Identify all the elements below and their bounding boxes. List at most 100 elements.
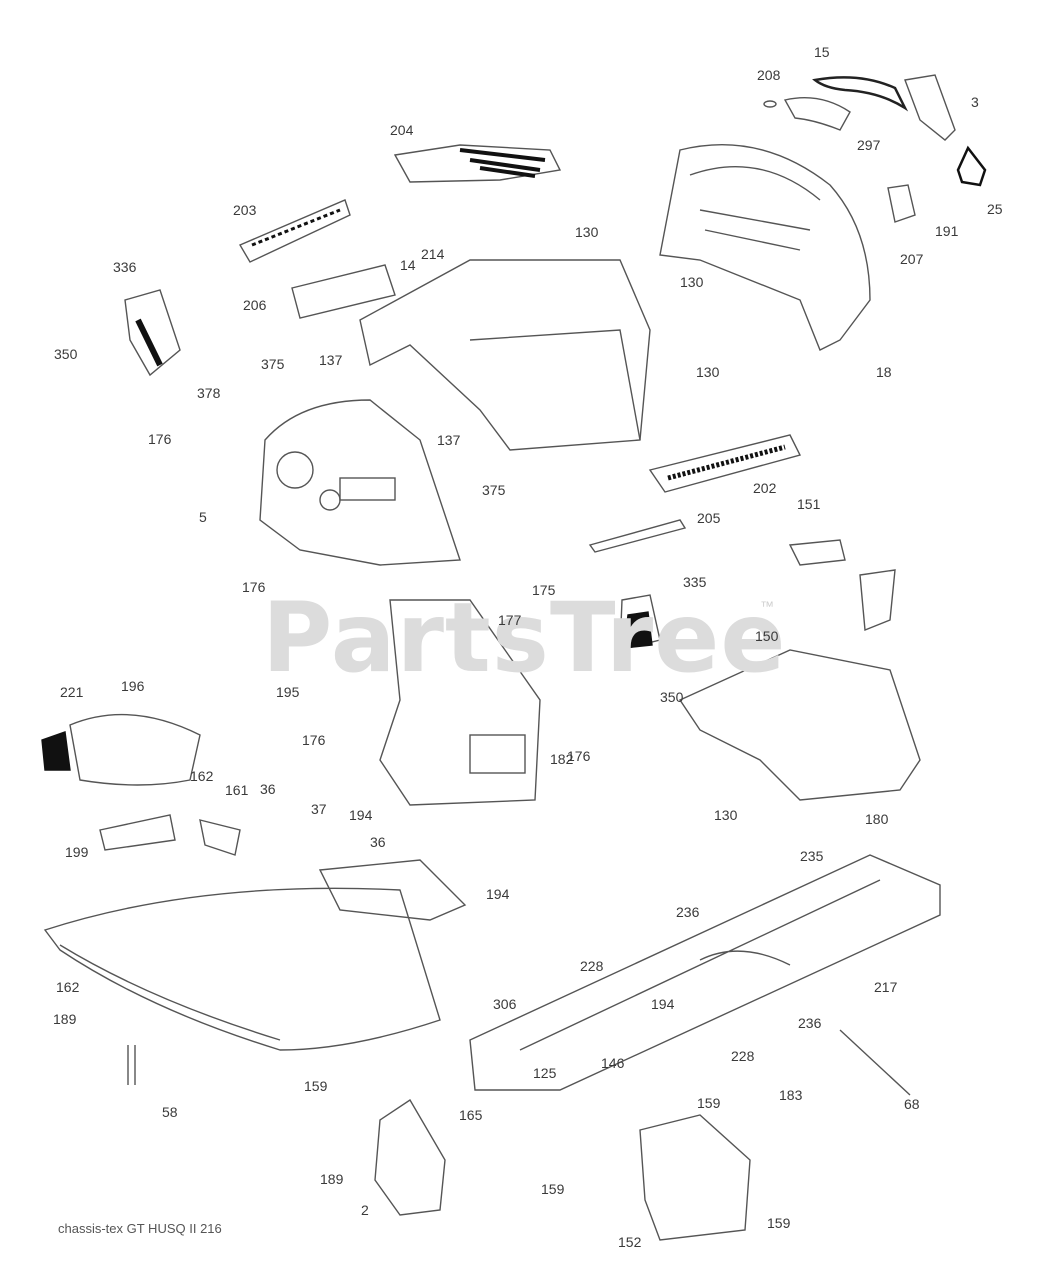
label-130: 130 (696, 364, 720, 380)
label-176: 176 (148, 431, 172, 447)
label-36: 36 (370, 834, 386, 850)
label-208: 208 (757, 67, 781, 83)
label-375: 375 (261, 356, 285, 372)
label-194: 194 (486, 886, 510, 902)
part-150-panel (678, 649, 921, 801)
label-137: 137 (437, 432, 461, 448)
label-175: 175 (532, 582, 556, 598)
label-162: 162 (56, 979, 80, 995)
label-151: 151 (797, 496, 821, 512)
label-194: 194 (651, 996, 675, 1012)
label-2: 2 (361, 1202, 369, 1218)
label-183: 183 (779, 1087, 803, 1103)
label-159: 159 (541, 1181, 565, 1197)
label-191: 191 (935, 223, 959, 239)
part-14-body (359, 259, 651, 451)
part-182-plate (469, 734, 526, 774)
label-146: 146 (601, 1055, 625, 1071)
part-18-hood (659, 144, 871, 351)
label-236: 236 (676, 904, 700, 920)
label-3: 3 (971, 94, 979, 110)
label-203: 203 (233, 202, 257, 218)
label-5: 5 (199, 509, 207, 525)
label-195: 195 (276, 684, 300, 700)
label-162: 162 (190, 768, 214, 784)
part-204-cover (393, 144, 562, 183)
part-5-display (339, 477, 396, 501)
part-steering-column (379, 599, 541, 806)
label-196: 196 (121, 678, 145, 694)
label-150: 150 (755, 628, 779, 644)
part-2-bracket (374, 1099, 446, 1216)
label-214: 214 (421, 246, 445, 262)
part-162-deck-edge (59, 944, 281, 1041)
label-14: 14 (400, 257, 416, 273)
label-130: 130 (575, 224, 599, 240)
label-68: 68 (904, 1096, 920, 1112)
part-206-panel (291, 264, 396, 319)
label-199: 199 (65, 844, 89, 860)
label-189: 189 (53, 1011, 77, 1027)
label-37: 37 (311, 801, 327, 817)
part-5-dashboard (259, 399, 461, 566)
label-375: 375 (482, 482, 506, 498)
label-161: 161 (225, 782, 249, 798)
part-5-gauge (276, 451, 314, 489)
part-194-cover (318, 859, 467, 921)
part-297-bracket (783, 97, 851, 131)
part-221-black (41, 731, 71, 771)
label-189: 189 (320, 1171, 344, 1187)
part-203-grille (238, 199, 351, 263)
label-202: 202 (753, 480, 777, 496)
label-25: 25 (987, 201, 1003, 217)
label-177: 177 (498, 612, 522, 628)
part-5-gauge-2 (319, 489, 341, 511)
label-125: 125 (533, 1065, 557, 1081)
label-36: 36 (260, 781, 276, 797)
label-159: 159 (767, 1215, 791, 1231)
part-14-body-detail (469, 329, 641, 441)
part-235-frame-detail (519, 879, 881, 1051)
part-336-mesh (135, 318, 163, 367)
part-202-mesh (667, 444, 786, 481)
part-15-handle (812, 76, 909, 112)
part-191-clip (887, 184, 916, 223)
part-335-black (623, 611, 653, 649)
label-207: 207 (900, 251, 924, 267)
label-176: 176 (302, 732, 326, 748)
label-378: 378 (197, 385, 221, 401)
part-208-clip (763, 100, 777, 108)
part-152-bracket (639, 1114, 751, 1241)
label-165: 165 (459, 1107, 483, 1123)
label-306: 306 (493, 996, 517, 1012)
part-199-plate (99, 814, 241, 856)
label-130: 130 (714, 807, 738, 823)
part-196-tank (69, 713, 201, 786)
label-204: 204 (390, 122, 414, 138)
part-335-panel (619, 594, 661, 651)
label-236: 236 (798, 1015, 822, 1031)
label-137: 137 (319, 352, 343, 368)
label-228: 228 (580, 958, 604, 974)
label-182: 182 (550, 751, 574, 767)
label-206: 206 (243, 297, 267, 313)
label-58: 58 (162, 1104, 178, 1120)
part-18-hood-inner (689, 166, 821, 251)
trademark: ™ (760, 598, 774, 614)
label-235: 235 (800, 848, 824, 864)
label-350: 350 (54, 346, 78, 362)
part-3-bracket (904, 74, 956, 141)
label-15: 15 (814, 44, 830, 60)
label-180: 180 (865, 811, 889, 827)
label-336: 336 (113, 259, 137, 275)
label-217: 217 (874, 979, 898, 995)
label-152: 152 (618, 1234, 642, 1250)
part-202-grille (648, 434, 802, 493)
part-68-rod (839, 1029, 911, 1096)
label-350: 350 (660, 689, 684, 705)
label-159: 159 (697, 1095, 721, 1111)
label-194: 194 (349, 807, 373, 823)
label-228: 228 (731, 1048, 755, 1064)
part-25-cap (956, 145, 987, 187)
